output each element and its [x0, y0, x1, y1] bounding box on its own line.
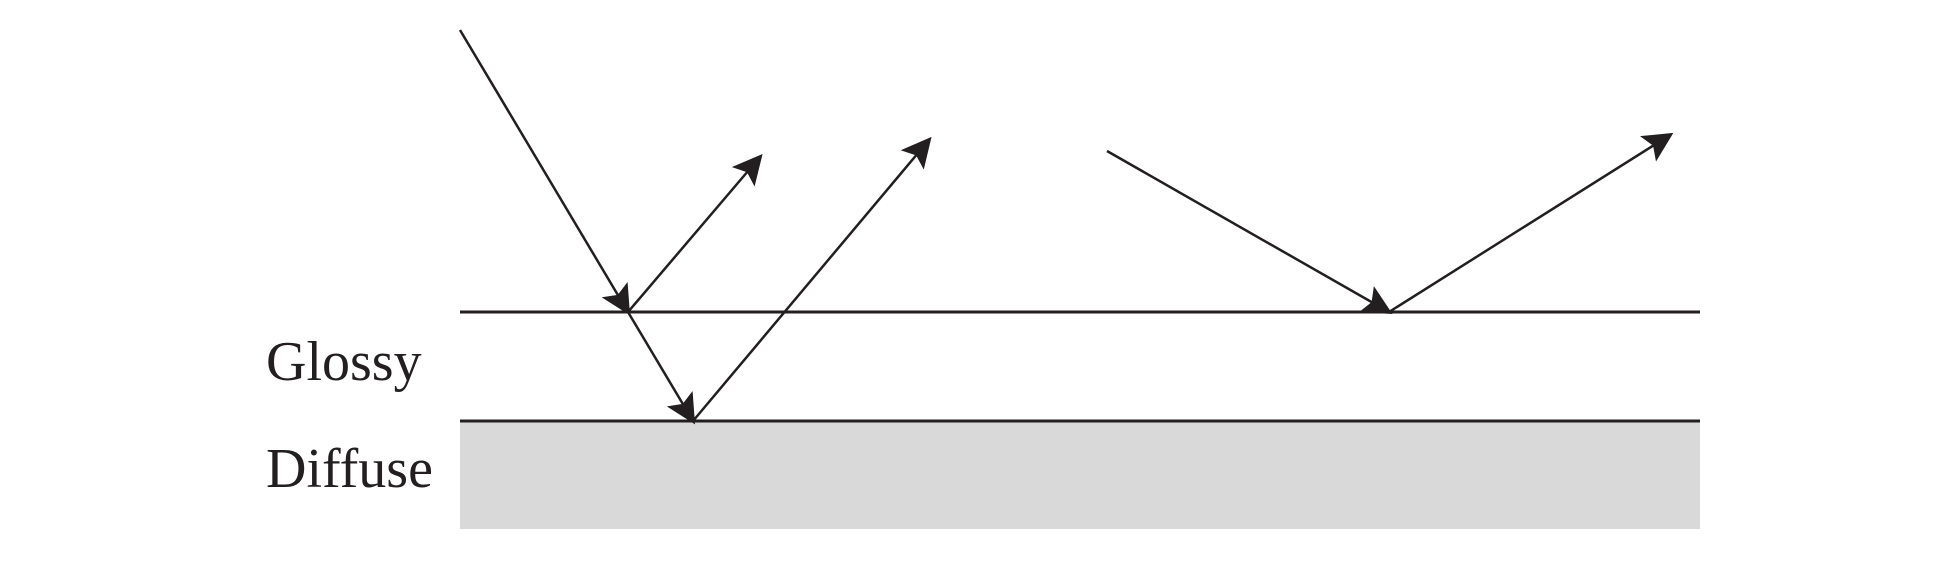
transmitted-ray: [626, 311, 696, 425]
diffuse-reflected-ray: [692, 136, 932, 422]
diffuse-layer-fill: [460, 421, 1700, 529]
reflected-ray-right: [1388, 132, 1674, 314]
incident-ray-right: [1106, 149, 1393, 314]
glossy-label: Glossy: [266, 331, 422, 393]
incident-ray-left: [458, 29, 631, 316]
diffuse-label: Diffuse: [266, 438, 433, 500]
glossy-reflected-ray: [627, 153, 763, 313]
